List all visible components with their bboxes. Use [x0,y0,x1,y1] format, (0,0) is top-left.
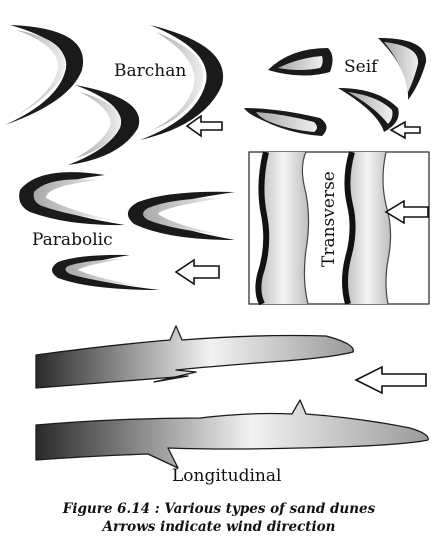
seif-dune-1 [268,48,333,76]
caption-subtitle: Arrows indicate wind direction [102,519,336,535]
seif-label: Seif [344,57,378,77]
longitudinal-dune-2 [35,399,429,469]
barchan-label: Barchan [114,61,187,81]
transverse-dunes [248,151,430,306]
parabolic-wind-arrow [174,258,220,286]
parabolic-dune-2 [127,191,235,240]
parabolic-label: Parabolic [32,230,113,250]
caption-title: Figure 6.14 : Various types of sand dune… [62,501,376,517]
longitudinal-wind-arrow [354,365,427,395]
barchan-dune-1 [5,25,84,125]
seif-dune-4 [338,88,399,132]
longitudinal-label: Longitudinal [172,466,282,486]
parabolic-dune-3 [52,254,160,290]
barchan-dune-2 [140,25,224,140]
seif-wind-arrow [389,120,421,140]
barchan-wind-arrow [185,114,223,138]
transverse-wind-arrow [384,199,429,225]
seif-dune-3 [244,108,327,136]
longitudinal-dune-1 [35,325,354,389]
barchan-dune-3 [68,85,140,165]
transverse-label: Transverse [319,171,339,267]
seif-dune-2 [378,38,427,100]
parabolic-dune-1 [19,172,125,226]
figure-caption: Figure 6.14 : Various types of sand dune… [0,500,438,536]
sand-dunes-figure [5,25,430,469]
